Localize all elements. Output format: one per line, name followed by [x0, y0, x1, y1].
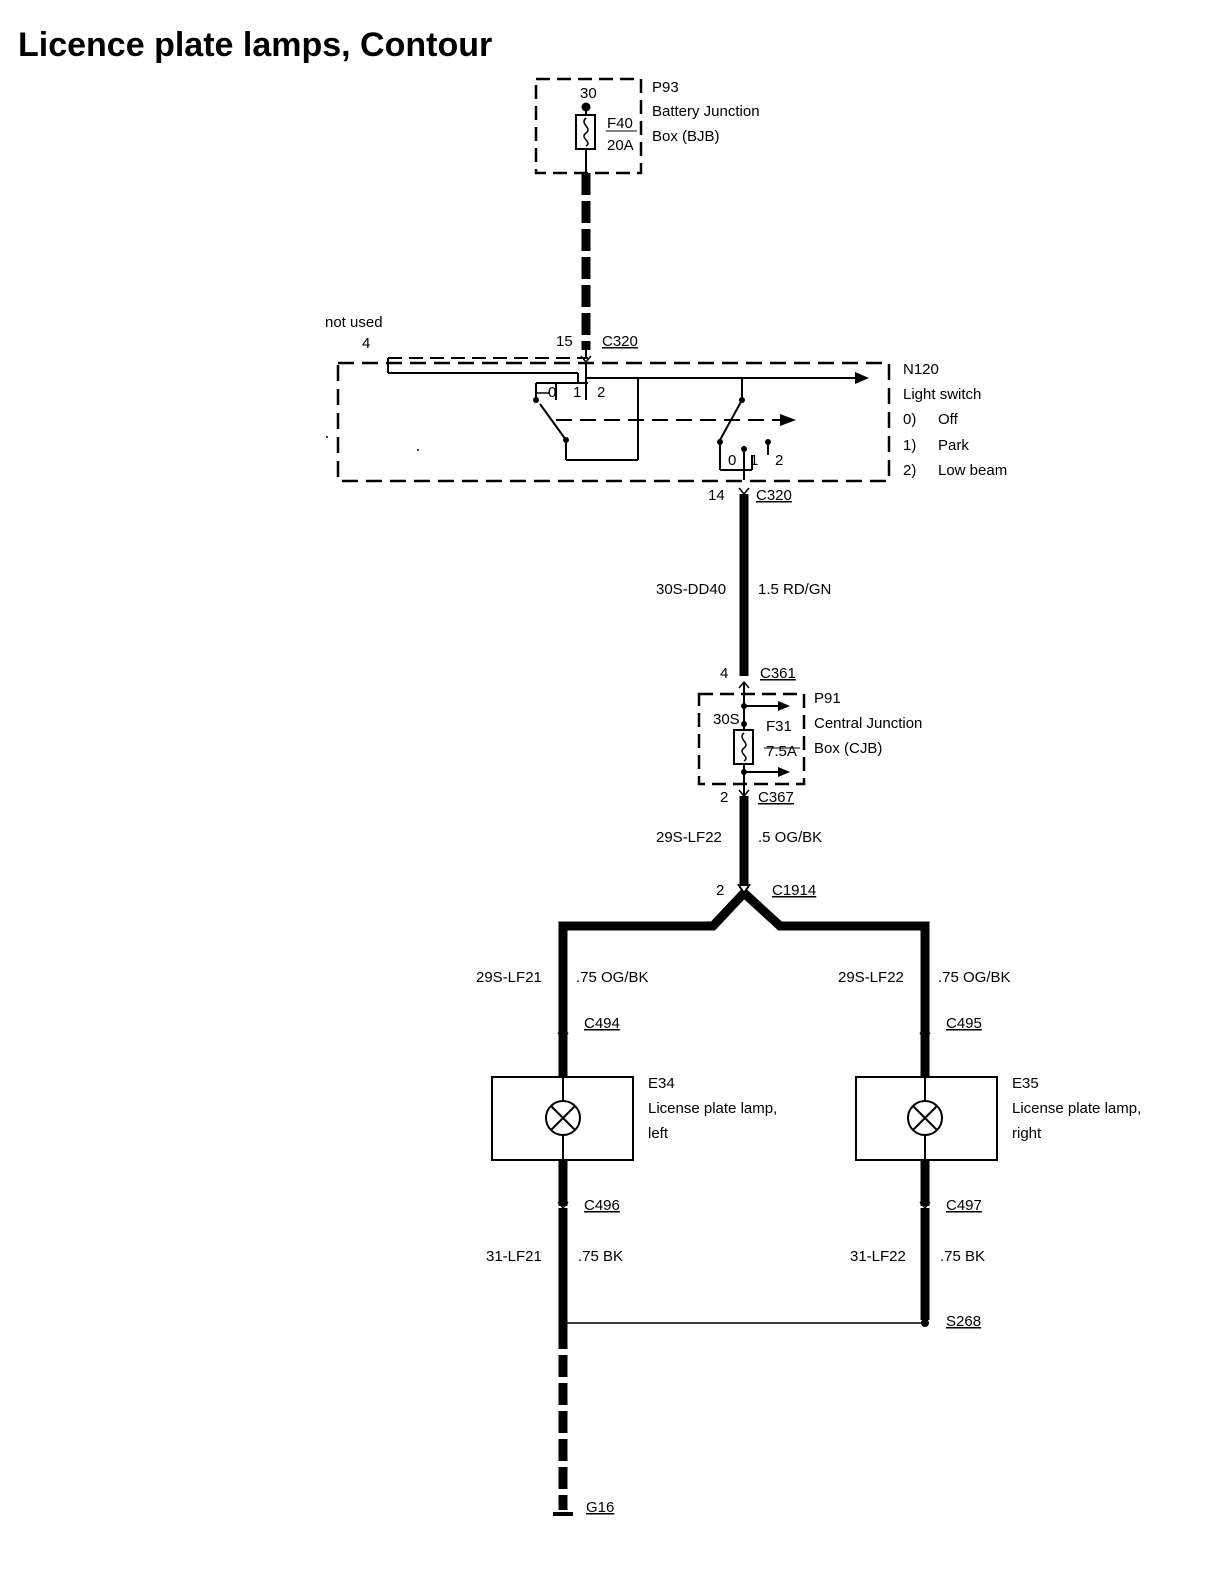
splice-s268: S268	[946, 1313, 981, 1330]
fuse-f31-rating: 7.5A	[766, 743, 797, 760]
cjb-pin-in: 4	[720, 665, 728, 682]
switch-pin-out: 14	[708, 487, 725, 504]
switch1-contact-2: 2	[597, 384, 605, 401]
left-wire-spec: .75 OG/BK	[576, 969, 649, 986]
switch2-contact-1: 1	[750, 452, 758, 469]
bjb-id: P93	[652, 79, 679, 96]
left-conn-top: C494	[584, 1015, 620, 1032]
switch-id: N120	[903, 361, 939, 378]
switch1-contact-1: 1	[573, 384, 581, 401]
light-switch: 0 1 2 0 1 2 not used 4 15 C320 N120 Ligh…	[325, 314, 1007, 483]
c1914-pin: 2	[716, 882, 724, 899]
right-ground-spec: .75 BK	[940, 1248, 985, 1265]
cjb-name-line2: Box (CJB)	[814, 740, 882, 757]
cjb-pin-out: 2	[720, 789, 728, 806]
switch-position-num-0: 0)	[903, 411, 916, 428]
wire-branch-right	[740, 889, 930, 1032]
page-title: Licence plate lamps, Contour	[18, 26, 492, 64]
wire-dd40-circuit: 30S-DD40	[656, 581, 726, 598]
not-used-label: not used	[325, 314, 383, 331]
right-ground-circuit: 31-LF22	[850, 1248, 906, 1265]
right-wire-circuit: 29S-LF22	[838, 969, 904, 986]
lamp-e34-id: E34	[648, 1075, 675, 1092]
left-conn-bottom: C496	[584, 1197, 620, 1214]
switch2-contact-0: 0	[728, 452, 736, 469]
left-ground-spec: .75 BK	[578, 1248, 623, 1265]
left-wire-circuit: 29S-LF21	[476, 969, 542, 986]
bjb-name-line1: Battery Junction	[652, 103, 760, 120]
central-junction-box: 4 C361 30S F31 7.5A P91 Central Junction…	[697, 665, 922, 806]
wire-branch-left	[558, 889, 748, 1032]
lamp-e35-id: E35	[1012, 1075, 1039, 1092]
license-plate-lamp-left: E34 License plate lamp, left	[491, 1075, 777, 1161]
right-conn-top: C495	[946, 1015, 982, 1032]
c1914-id: C1914	[772, 882, 816, 899]
switch-position-label-1: Park	[938, 437, 969, 454]
switch-position-label-2: Low beam	[938, 462, 1007, 479]
cjb-name-line1: Central Junction	[814, 715, 922, 732]
right-conn-bottom: C497	[946, 1197, 982, 1214]
fuse-f40-label: F40	[607, 115, 633, 132]
switch-position-num-1: 1)	[903, 437, 916, 454]
switch-pin-in: 15	[556, 333, 573, 350]
switch-pin-not-used: 4	[362, 335, 370, 352]
bjb-pin: 30	[580, 85, 597, 102]
switch2-contact-2: 2	[775, 452, 783, 469]
wire-lf22-circuit: 29S-LF22	[656, 829, 722, 846]
bjb-name-line2: Box (BJB)	[652, 128, 720, 145]
wire-dd40-spec: 1.5 RD/GN	[758, 581, 831, 598]
ground-g16: G16	[586, 1499, 614, 1516]
switch-conn-out: C320	[756, 487, 792, 504]
fuse-f31-label: F31	[766, 718, 792, 735]
battery-junction-box: 30 F40 20A P93 Battery Junction Box (BJB…	[534, 77, 760, 175]
cjb-conn-out: C367	[758, 789, 794, 806]
switch-conn-in: C320	[602, 333, 638, 350]
cjb-conn-in: C361	[760, 665, 796, 682]
switch-position-num-2: 2)	[903, 462, 916, 479]
lamp-e35-line2: right	[1012, 1125, 1042, 1142]
cjb-pin-label: 30S	[713, 711, 740, 728]
right-wire-spec: .75 OG/BK	[938, 969, 1011, 986]
lamp-e35-line1: License plate lamp,	[1012, 1100, 1141, 1117]
lamp-e34-line2: left	[648, 1125, 669, 1142]
switch-position-label-0: Off	[938, 411, 959, 428]
switch-name: Light switch	[903, 386, 981, 403]
cjb-id: P91	[814, 690, 841, 707]
switch1-contact-0: 0	[548, 384, 556, 401]
lamp-e34-line1: License plate lamp,	[648, 1100, 777, 1117]
license-plate-lamp-right: E35 License plate lamp, right	[855, 1075, 1141, 1161]
wire-lf22-spec: .5 OG/BK	[758, 829, 822, 846]
fuse-f40-rating: 20A	[607, 137, 634, 154]
left-ground-circuit: 31-LF21	[486, 1248, 542, 1265]
